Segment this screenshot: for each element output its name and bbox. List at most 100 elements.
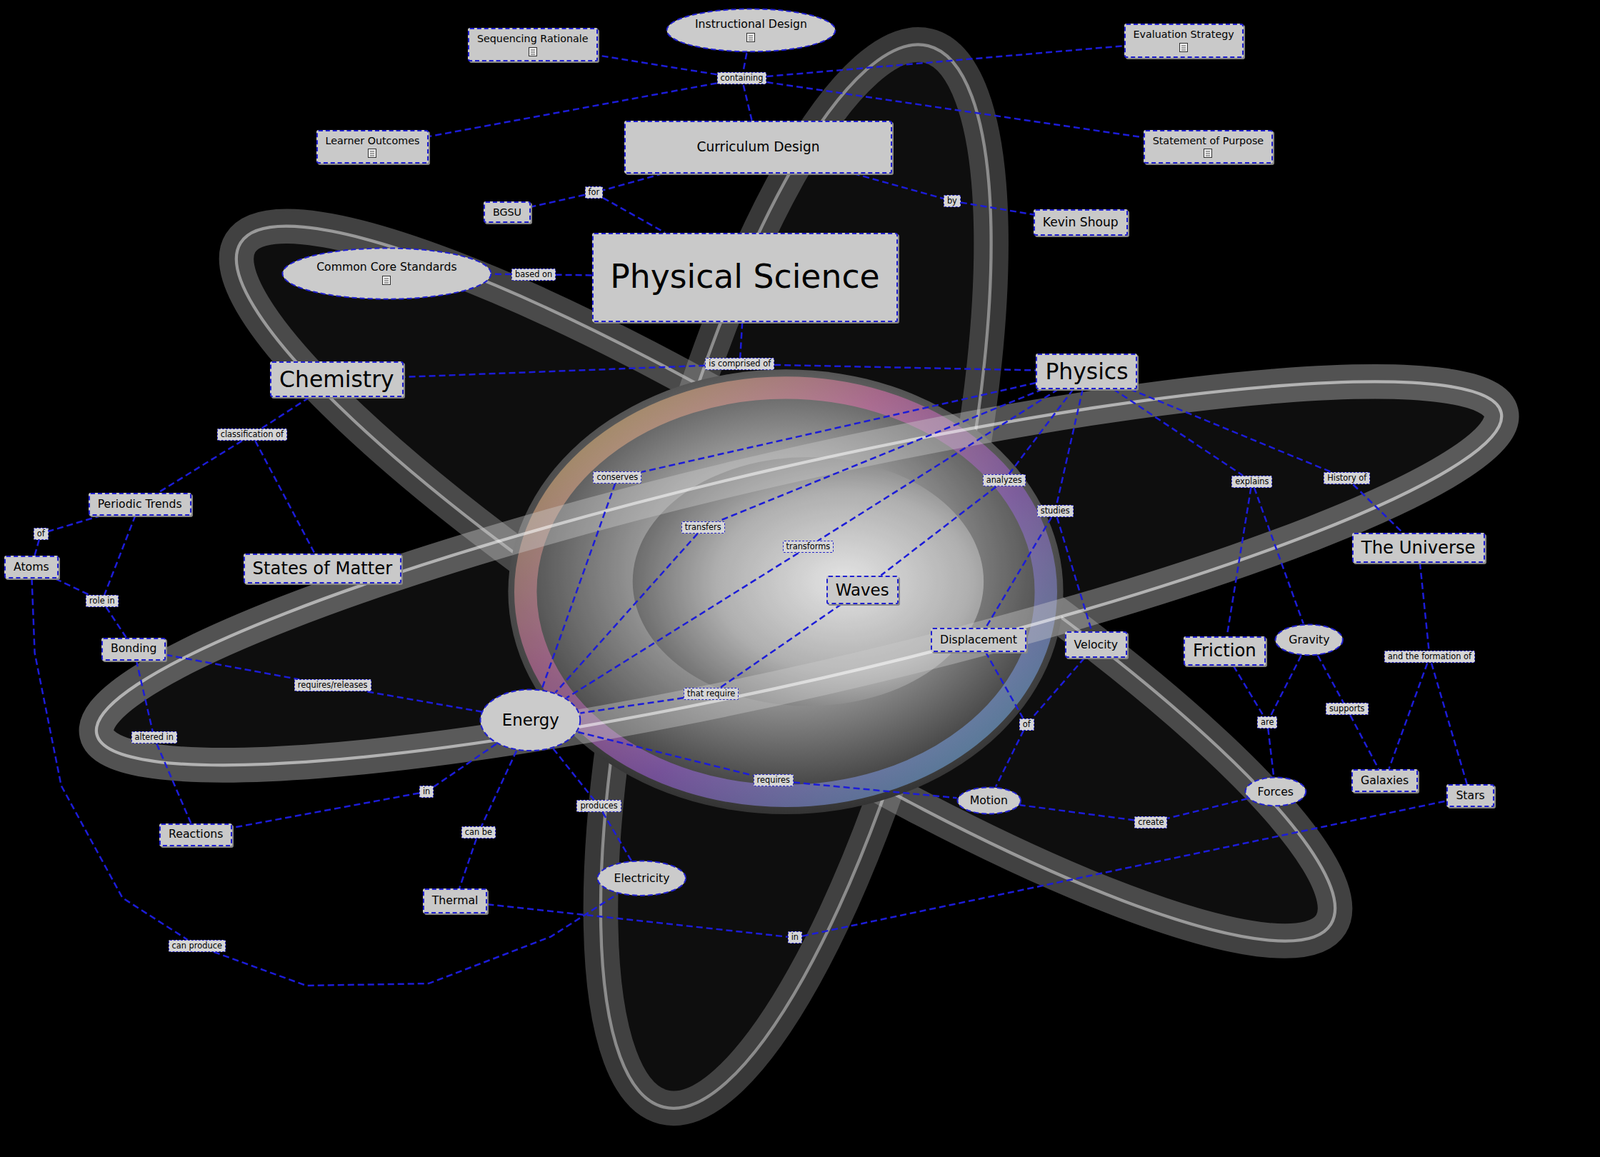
concept-text: Physics [1045,358,1128,385]
concept-text: Common Core Standards [316,260,457,274]
linking-phrase: can produce [168,940,226,953]
connector [641,382,1036,473]
concept-text: Galaxies [1360,774,1409,788]
concept-box: Thermal [422,888,488,913]
linking-phrase: explains [1231,475,1273,488]
concept-text: States of Matter [252,558,393,579]
linking-phrase: History of [1323,472,1370,485]
document-icon [367,147,378,159]
connector [261,397,310,430]
concept-ellipse: Gravity [1274,623,1344,657]
linking-phrase: and the formation of [1384,650,1475,663]
connector [232,792,420,828]
ellipse-shape [1275,624,1343,655]
connector [1020,805,1135,820]
connector [1056,389,1083,505]
connector [459,838,477,889]
concept-text: Waves [835,580,890,600]
connector [156,743,191,823]
document-icon [527,46,538,58]
concept-box: Statement of Purpose [1143,130,1274,164]
connector [720,604,842,688]
connector [255,440,315,554]
linking-phrase: transforms [782,540,835,553]
linking-phrase: produces [576,800,621,813]
linking-phrase: transfers [681,521,725,534]
connector [1353,485,1404,534]
ellipse-shape [282,247,491,299]
concept-box: Curriculum Design [624,120,892,174]
concept-box: Physics [1035,353,1138,390]
connector [1227,487,1252,637]
link-text: of [37,529,45,539]
link-text: are [1260,717,1274,728]
concept-ellipse: Electricity [596,860,688,897]
link-text: can be [465,827,493,838]
link-text: role in [89,596,115,606]
link-text: for [588,187,600,198]
connector [55,578,90,595]
connector [995,730,1024,788]
connector [492,273,512,276]
connector [985,517,1052,628]
linking-phrase: in [787,931,803,944]
link-text: that require [687,689,735,699]
linking-phrase: that require [683,687,739,700]
concept-ellipse: Common Core Standards [281,247,493,300]
connector [597,55,718,75]
concept-box: Reactions [159,823,233,847]
link-text: History of [1327,473,1367,483]
connector [487,904,788,937]
concept-text: Friction [1192,640,1257,661]
concept-box: Galaxies [1351,769,1418,793]
connector [48,515,103,532]
concept-box: BGSU [483,201,531,223]
connector [106,607,127,638]
linking-phrase: in [419,785,434,798]
connector [566,552,798,698]
concept-box: Physical Science [592,232,899,323]
link-text: containing [720,73,764,83]
link-text: by [947,196,958,206]
concept-text: Thermal [432,894,479,908]
document-icon [381,275,392,286]
connector [802,800,1447,936]
connector [213,894,618,986]
ellipse-shape [666,9,835,53]
concept-box: Chemistry [270,361,404,398]
connector [553,748,595,800]
concept-text: Electricity [614,872,670,885]
linking-phrase: altered in [131,731,178,744]
concept-text: Periodic Trends [97,497,183,511]
connector [580,697,684,713]
link-text: and the formation of [1387,652,1472,662]
link-text: transforms [786,542,831,552]
concept-text: Forces [1257,785,1294,799]
concept-text: Kevin Shoup [1042,215,1119,230]
connector [767,45,1125,77]
linking-phrase: based on [511,268,556,281]
document-icon [1178,42,1189,53]
concept-text: Atoms [13,560,50,574]
link-text: altered in [135,732,174,743]
connector [817,389,1059,541]
linking-phrase: requires/releases [294,679,372,692]
link-text: analyzes [986,475,1023,485]
connector [1057,517,1093,632]
connector [1233,665,1264,717]
connector [1113,389,1243,476]
link-text: transfers [685,522,722,533]
connector [774,365,1036,371]
connector [34,540,39,557]
linking-phrase: containing [717,72,768,85]
orbit [72,307,1525,839]
orbit-group [72,10,1525,1143]
connector [555,273,592,276]
concept-text: Learner Outcomes [325,135,420,147]
connector [1167,798,1248,819]
concept-box: Sequencing Rationale [467,27,598,62]
connector [1032,657,1085,718]
linking-phrase: are [1257,716,1278,729]
